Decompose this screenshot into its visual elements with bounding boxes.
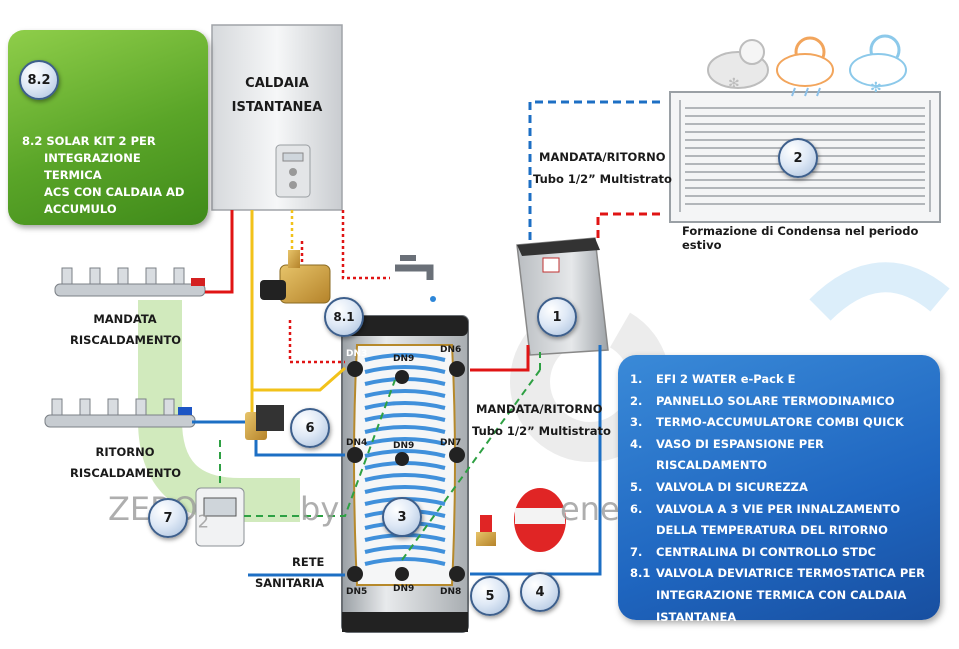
watermark-text-right: ene (560, 490, 620, 528)
legend-item-text: VALVOLA DEVIATRICE TERMOSTATICA PER INTE… (656, 566, 925, 624)
legend-item-number: 2. (630, 393, 643, 408)
legend-item: 1. EFI 2 WATER e-Pack E (630, 369, 930, 391)
kit-line-2: INTEGRAZIONE TERMICA (44, 151, 141, 182)
legend-item-text: VASO DI ESPANSIONE PER RISCALDAMENTO (656, 436, 824, 473)
legend-item-number: 4. (630, 436, 643, 451)
label-mandata-ritorno-top: MANDATA/RITORNO (539, 150, 666, 164)
legend-item-number: 5. (630, 479, 643, 494)
dn3-label: DN3 (346, 349, 368, 359)
legend-item-number: 3. (630, 415, 643, 430)
dn9-bottom-label: DN9 (393, 584, 415, 594)
legend-item-text: EFI 2 WATER e-Pack E (656, 372, 796, 386)
legend-item-text: VALVOLA DI SICUREZZA (656, 479, 808, 494)
legend-panel: 1. EFI 2 WATER e-Pack E 2. PANNELLO SOLARE… (618, 355, 940, 624)
red-dotted-pipes (288, 210, 390, 364)
faucet-icon (395, 255, 436, 302)
safety-valve (476, 515, 496, 546)
legend-item: 8.1 VALVOLA DEVIATRICE TERMOSTATICA PER I… (630, 563, 930, 628)
weather-icons: ✻ ✻ (707, 34, 907, 97)
kit-line-1: 8.2 SOLAR KIT 2 PER (22, 134, 156, 148)
dn9-top-label: DN9 (393, 354, 415, 364)
label-condensa: Formazione di Condensa nel periodo estiv… (682, 224, 919, 252)
watermark-text-mid: by (300, 490, 340, 528)
dn4-label: DN4 (346, 438, 368, 448)
thermostatic-valve (260, 250, 331, 304)
controller-stdc (195, 487, 245, 547)
boiler-title-2: ISTANTANEA (231, 100, 323, 115)
legend-item-text: CENTRALINA DI CONTROLLO STDC (656, 544, 876, 559)
legend-item-text: PANNELLO SOLARE TERMODINAMICO (656, 393, 895, 408)
badge-2: 2 (778, 138, 818, 178)
red-pipes (205, 210, 530, 372)
blue-dashed-pipes (528, 100, 665, 240)
kit-line-3: ACS CON CALDAIA AD (44, 185, 185, 199)
dn5-label: DN5 (346, 587, 368, 597)
legend-item-number: 6. (630, 501, 643, 516)
legend-item: 6. VALVOLA A 3 VIE PER INNALZAMENTO DELLA… (630, 499, 930, 542)
heat-pump-unit (516, 237, 609, 356)
dn7-label: DN7 (440, 438, 462, 448)
label-mandata-risc-2: RISCALDAMENTO (70, 333, 182, 347)
badge-4: 4 (520, 572, 560, 612)
legend-item: 5. VALVOLA DI SICUREZZA (630, 477, 930, 499)
expansion-vessel (514, 488, 566, 552)
three-way-valve (245, 405, 284, 440)
legend-item: 3. TERMO-ACCUMULATORE COMBI QUICK (630, 412, 930, 434)
label-mandata-ritorno-mid: MANDATA/RITORNO (476, 402, 603, 416)
green-sensor-lines (219, 352, 541, 561)
blue-pipes (192, 345, 602, 577)
red-dashed-pipes (596, 212, 660, 240)
label-tubo-top: Tubo 1/2” Multistrato (533, 172, 672, 186)
legend-item-number: 1. (630, 372, 643, 386)
boiler-unit (211, 24, 343, 211)
badge-6: 6 (290, 408, 330, 448)
sun-snow-icon: ✻ (849, 34, 907, 96)
legend-item-text: VALVOLA A 3 VIE PER INNALZAMENTO DELLA T… (656, 501, 901, 538)
dn9-mid-label: DN9 (393, 441, 415, 451)
label-rete: RETE (292, 555, 325, 569)
yellow-pipes (250, 210, 346, 412)
label-ritorno-risc-1: RITORNO (95, 445, 155, 459)
badge-5: 5 (470, 576, 510, 616)
legend-item: 7. CENTRALINA DI CONTROLLO STDC (630, 542, 930, 564)
svg-text:✻: ✻ (870, 80, 882, 96)
label-ritorno-risc-2: RISCALDAMENTO (70, 466, 182, 480)
dn8-label: DN8 (440, 587, 462, 597)
legend-list: 1. EFI 2 WATER e-Pack E 2. PANNELLO SOLARE… (618, 355, 940, 628)
badge-7: 7 (148, 498, 188, 538)
return-manifold (44, 398, 196, 428)
kit-line-4: ACCUMULO (44, 202, 117, 216)
legend-item: 2. PANNELLO SOLARE TERMODINAMICO (630, 391, 930, 413)
svg-text:✻: ✻ (728, 76, 740, 92)
supply-manifold (54, 267, 206, 297)
solar-kit-description: 8.2 SOLAR KIT 2 PER INTEGRAZIONE TERMICA… (22, 133, 202, 218)
dn6-label: DN6 (440, 345, 462, 355)
badge-3: 3 (382, 497, 422, 537)
legend-item: 4. VASO DI ESPANSIONE PER RISCALDAMENTO (630, 434, 930, 477)
legend-item-number: 8.1 (630, 566, 651, 581)
label-tubo-mid: Tubo 1/2” Multistrato (472, 424, 611, 438)
cloud-snow-icon: ✻ (707, 39, 769, 92)
badge-1: 1 (537, 297, 577, 337)
legend-item-number: 7. (630, 544, 643, 559)
label-sanitaria: SANITARIA (255, 576, 324, 590)
legend-item-text: TERMO-ACCUMULATORE COMBI QUICK (656, 415, 904, 430)
label-mandata-risc-1: MANDATA (93, 312, 157, 326)
sun-cloud-icon (776, 36, 834, 97)
badge-8-1: 8.1 (324, 297, 364, 337)
boiler-title-1: CALDAIA (245, 76, 309, 91)
badge-8-2: 8.2 (19, 60, 59, 100)
